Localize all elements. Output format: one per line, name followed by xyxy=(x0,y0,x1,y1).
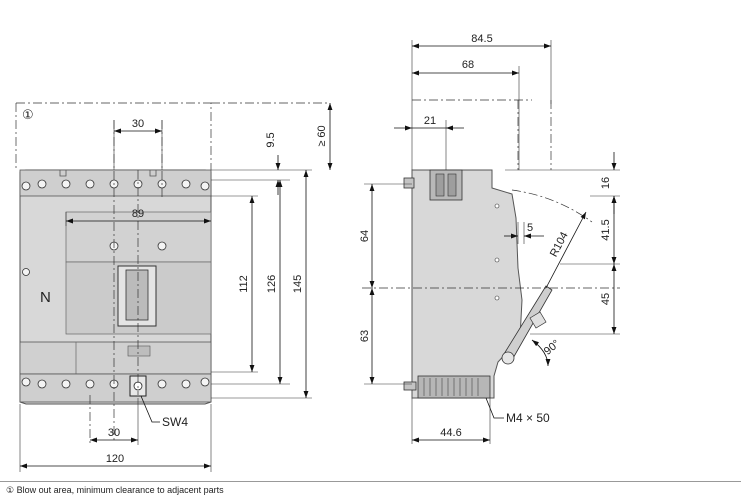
dim-9-5: 9.5 xyxy=(265,132,277,147)
panel-screw-right xyxy=(157,241,167,251)
lower-compartment xyxy=(19,341,212,375)
dim-112: 112 xyxy=(238,275,250,293)
dim-126: 126 xyxy=(266,275,278,293)
toggle-lever xyxy=(125,269,149,321)
neutral-label: N xyxy=(40,289,51,306)
side-top-terminal xyxy=(429,169,463,201)
dim-68: 68 xyxy=(462,59,474,71)
dim-145: 145 xyxy=(292,275,304,293)
side-view: 84.5 68 21 64 63 5 R104 xyxy=(359,33,620,444)
dim-21: 21 xyxy=(424,115,436,127)
dim-63: 63 xyxy=(359,330,371,342)
label-m4-x-50: M4 × 50 xyxy=(506,411,550,425)
dim-line-r104 xyxy=(545,211,587,289)
footnote: ① Blow out area, minimum clearance to ad… xyxy=(6,485,224,495)
dim-89: 89 xyxy=(132,208,144,220)
top-notches xyxy=(59,170,157,177)
dim-45: 45 xyxy=(600,293,612,305)
dim-84-5: 84.5 xyxy=(471,33,492,45)
footnote-rule xyxy=(0,481,741,482)
dim-64: 64 xyxy=(359,230,371,242)
dim-ge-60: ≥ 60 xyxy=(316,125,328,146)
dim-41-5: 41.5 xyxy=(600,219,612,240)
blow-out-area xyxy=(15,102,212,170)
dim-5: 5 xyxy=(527,222,533,234)
label-sw4: SW4 xyxy=(162,415,188,429)
dim-r104: R104 xyxy=(548,230,571,259)
front-view: ① N xyxy=(15,102,333,472)
r104-arc xyxy=(511,189,593,223)
dim-30-bottom: 30 xyxy=(108,427,120,439)
blow-out-marker: ① xyxy=(22,107,34,122)
dim-16: 16 xyxy=(600,177,612,189)
dim-30-top: 30 xyxy=(132,118,144,130)
dim-44-6: 44.6 xyxy=(440,427,461,439)
side-indicator xyxy=(22,268,30,276)
angle-90-arc xyxy=(531,339,551,367)
dim-120: 120 xyxy=(106,453,124,465)
breaker-body-side xyxy=(411,169,523,399)
